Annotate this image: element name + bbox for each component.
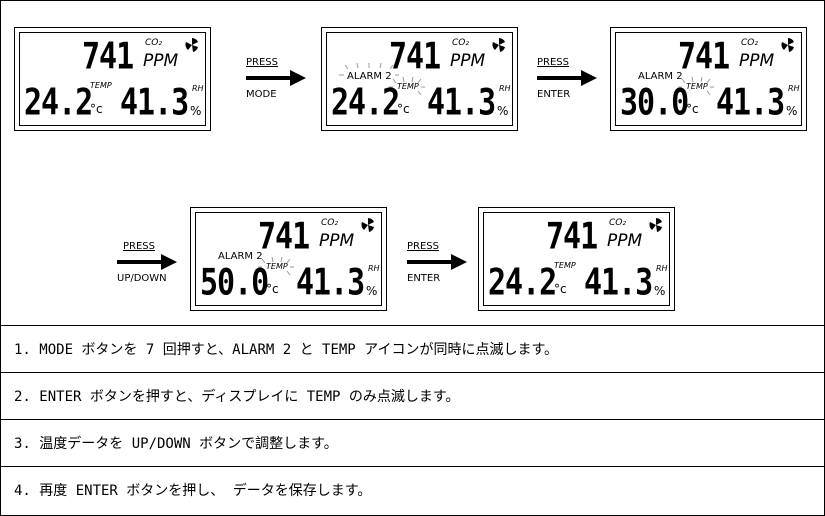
right-arrow-icon (117, 254, 177, 270)
ppm-value: 741 (82, 35, 134, 79)
temp-value: 24.2 (331, 81, 400, 125)
temp-value: 30.0 (620, 81, 689, 125)
arrow-label-press: PRESS (407, 241, 439, 252)
temp-value: 24.2 (24, 81, 93, 125)
step-text: 1. MODE ボタンを 7 回押すと、ALARM 2 と TEMP アイコンが… (14, 342, 559, 358)
ppm-unit: PPM (319, 231, 355, 251)
arrow-press-enter-2: PRESS ENTER (407, 238, 467, 288)
rh-unit: % (190, 104, 202, 118)
right-arrow-icon (537, 70, 597, 86)
lcd-display-5: 741 CO₂ PPM TEMP 24.2 °c RH 41.3 % (478, 207, 675, 311)
arrow-label-button: ENTER (407, 273, 441, 284)
lcd-display-2: 741 CO₂ PPM ALARM 2 TEMP 24.2 °c RH 41.3… (321, 27, 518, 131)
temp-label: TEMP (266, 262, 288, 271)
co2-label: CO₂ (609, 218, 626, 228)
temp-value: 24.2 (488, 261, 557, 305)
rh-label: RH (499, 84, 511, 93)
lcd-display-1: 741 CO₂ PPM TEMP 24.2 °c RH 41.3 % (14, 27, 211, 131)
alarm-blink-icon (339, 63, 399, 76)
alarm-indicator: ALARM 2 (638, 71, 683, 82)
temp-unit: °c (554, 282, 567, 296)
lcd-display-3: 741 CO₂ PPM ALARM 2 TEMP 30.0 °c RH 41.3… (610, 27, 807, 131)
temp-label: TEMP (90, 81, 112, 90)
rh-unit: % (654, 284, 666, 298)
rh-label: RH (788, 84, 800, 93)
lcd-display-4: 741 CO₂ PPM ALARM 2 TEMP 50.0 °c RH 41.3… (190, 207, 387, 311)
step-1: 1. MODE ボタンを 7 回押すと、ALARM 2 と TEMP アイコンが… (1, 325, 824, 372)
co2-label: CO₂ (321, 218, 338, 228)
fan-icon (361, 218, 374, 232)
alarm-indicator: ALARM 2 (218, 251, 263, 262)
arrow-press-mode: PRESS MODE (246, 54, 306, 104)
step-text: 2. ENTER ボタンを押すと、ディスプレイに TEMP のみ点滅します。 (14, 389, 460, 405)
rh-unit: % (366, 284, 378, 298)
rh-unit: % (786, 104, 798, 118)
fan-icon (649, 218, 662, 232)
step-2: 2. ENTER ボタンを押すと、ディスプレイに TEMP のみ点滅します。 (1, 372, 824, 419)
fan-icon (781, 38, 794, 52)
ppm-value: 741 (678, 35, 730, 79)
rh-label: RH (368, 264, 380, 273)
temp-label: TEMP (397, 82, 419, 91)
arrow-press-updown: PRESS UP/DOWN (117, 238, 177, 288)
rh-value: 41.3 (584, 261, 653, 305)
arrow-label-press: PRESS (246, 57, 278, 68)
temp-blink-icon (678, 77, 714, 96)
temp-unit: °c (90, 102, 103, 116)
arrow-press-enter: PRESS ENTER (537, 54, 597, 104)
arrow-label-button: MODE (246, 89, 277, 100)
rh-unit: % (497, 104, 509, 118)
step-text: 3. 温度データを UP/DOWN ボタンで調整します。 (14, 436, 338, 452)
rh-label: RH (192, 84, 204, 93)
rh-value: 41.3 (296, 261, 365, 305)
arrow-label-press: PRESS (123, 241, 155, 252)
temp-label: TEMP (554, 261, 576, 270)
co2-label: CO₂ (741, 38, 758, 48)
step-4: 4. 再度 ENTER ボタンを押し、 データを保存します。 (1, 466, 824, 515)
arrow-label-button: ENTER (537, 89, 571, 100)
temp-unit: °c (686, 102, 699, 116)
ppm-unit: PPM (607, 231, 643, 251)
temp-unit: °c (397, 102, 410, 116)
temp-blink-icon (389, 77, 425, 96)
temp-label: TEMP (686, 82, 708, 91)
step-text: 4. 再度 ENTER ボタンを押し、 データを保存します。 (14, 483, 372, 499)
alarm-indicator: ALARM 2 (347, 71, 392, 82)
right-arrow-icon (246, 70, 306, 86)
arrow-label-button: UP/DOWN (117, 273, 167, 284)
fan-icon (492, 38, 505, 52)
co2-label: CO₂ (452, 38, 469, 48)
temp-value: 50.0 (200, 261, 269, 305)
right-arrow-icon (407, 254, 467, 270)
co2-label: CO₂ (145, 38, 162, 48)
ppm-value: 741 (546, 215, 598, 259)
ppm-value: 741 (389, 35, 441, 79)
arrow-label-press: PRESS (537, 57, 569, 68)
temp-unit: °c (266, 282, 279, 296)
temp-blink-icon (258, 257, 294, 276)
ppm-unit: PPM (450, 51, 486, 71)
ppm-value: 741 (258, 215, 310, 259)
fan-icon (185, 38, 198, 52)
procedure-diagram: 741 CO₂ PPM TEMP 24.2 °c RH 41.3 % PRESS… (1, 1, 824, 325)
rh-value: 41.3 (120, 81, 189, 125)
ppm-unit: PPM (143, 51, 179, 71)
rh-value: 41.3 (716, 81, 785, 125)
rh-value: 41.3 (427, 81, 496, 125)
ppm-unit: PPM (739, 51, 775, 71)
rh-label: RH (656, 264, 668, 273)
step-3: 3. 温度データを UP/DOWN ボタンで調整します。 (1, 419, 824, 466)
